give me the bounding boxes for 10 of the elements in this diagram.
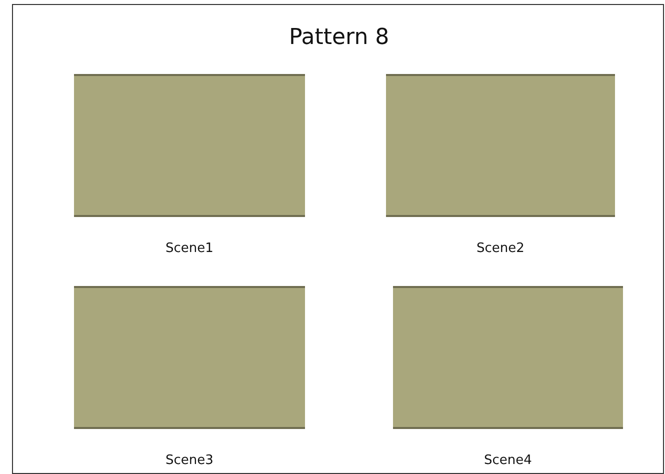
frame	[12, 4, 664, 474]
scene-panel	[393, 286, 623, 429]
scene-caption: Scene4	[484, 453, 532, 468]
scene-panel	[74, 74, 305, 217]
scene-caption: Scene2	[476, 241, 524, 256]
scene-panel	[74, 286, 305, 429]
scene-caption: Scene3	[166, 453, 214, 468]
frame-label: Pattern 8	[289, 25, 390, 50]
scene-caption: Scene1	[166, 241, 214, 256]
scene-panel	[386, 74, 615, 217]
